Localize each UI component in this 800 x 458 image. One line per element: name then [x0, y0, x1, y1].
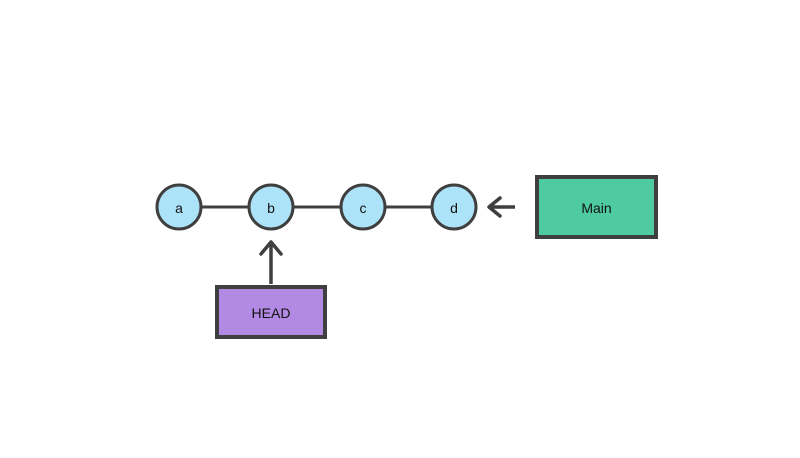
- commit-circle-b: [247, 183, 295, 231]
- head-rect: [215, 285, 327, 339]
- head-box[interactable]: HEAD: [215, 285, 327, 339]
- commit-label-d: d: [450, 200, 458, 216]
- head-pointer-arrow-icon: [259, 240, 283, 284]
- commit-circle-a: [155, 183, 203, 231]
- commit-label-a: a: [175, 200, 183, 216]
- commit-node-c[interactable]: c: [339, 183, 387, 231]
- main-branch-box[interactable]: Main: [535, 175, 658, 239]
- commit-node-b[interactable]: b: [247, 183, 295, 231]
- main-branch-rect: [535, 175, 658, 239]
- commit-node-a[interactable]: a: [155, 183, 203, 231]
- main-branch-arrow-icon: [487, 196, 515, 218]
- commit-label-b: b: [267, 200, 275, 216]
- commit-circle-d: [430, 183, 478, 231]
- main-branch-label: Main: [581, 200, 611, 216]
- commit-node-d[interactable]: d: [430, 183, 478, 231]
- commit-label-c: c: [360, 200, 367, 216]
- commit-circle-c: [339, 183, 387, 231]
- head-label: HEAD: [252, 305, 291, 321]
